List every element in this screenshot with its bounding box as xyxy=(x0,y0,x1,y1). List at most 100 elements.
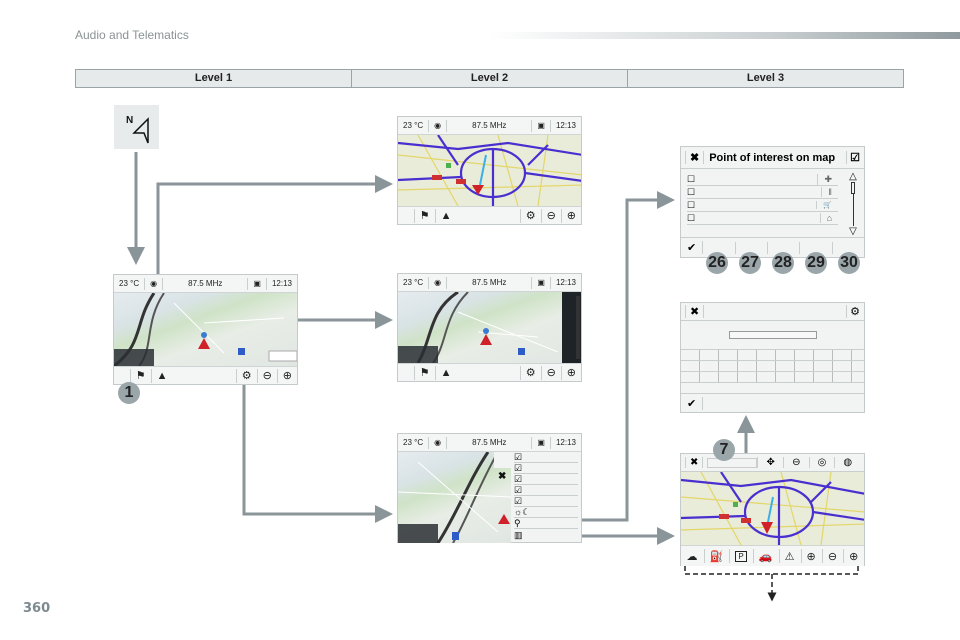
map-settings-icon[interactable]: ⚙ xyxy=(846,305,860,318)
temperature: 23 °C xyxy=(398,276,430,289)
search-input[interactable] xyxy=(728,331,817,339)
destination-flag-icon[interactable]: ⚑ xyxy=(129,368,151,383)
poi-row[interactable]: ☐⌂ xyxy=(687,212,838,225)
poi-panel-footer: ✔ xyxy=(681,237,864,257)
destination-flag-icon[interactable]: ⚑ xyxy=(413,208,435,223)
search-field[interactable] xyxy=(707,457,758,468)
zoom-in-icon[interactable]: ⊕ xyxy=(843,549,863,563)
menu-item[interactable]: ⚲ xyxy=(514,518,578,529)
trip-info-box xyxy=(398,524,438,543)
poi-row[interactable]: ☐🛒 xyxy=(687,199,838,212)
poi-panel-title: Point of interest on map xyxy=(709,151,836,164)
radio-signal-icon: ◉ xyxy=(145,277,164,290)
checkbox-checked-icon[interactable]: ☑ xyxy=(514,495,523,506)
menu-item[interactable]: ☑ xyxy=(514,496,578,507)
north-orientation-icon[interactable]: ▲ xyxy=(434,208,457,223)
check-icon[interactable]: ✔ xyxy=(681,241,704,254)
scroll-up-icon[interactable]: △ xyxy=(849,171,857,182)
parking-poi-icon xyxy=(238,348,245,355)
zoom-in-icon[interactable]: ⊕ xyxy=(560,208,581,223)
media-source-icon[interactable]: ▣ xyxy=(532,436,551,449)
level2-traffic-map-screen: 23 °C ◉ 87.5 MHz ▣ 12:13 ⚑ ▲ ⚙ ⊖ xyxy=(397,116,582,225)
checkbox[interactable]: ☐ xyxy=(687,199,696,210)
checkbox-checked-icon[interactable]: ☑ xyxy=(514,451,523,462)
compass-button[interactable]: N xyxy=(114,105,159,149)
menu-item[interactable]: ☑ xyxy=(514,463,578,474)
input-area xyxy=(681,321,864,350)
zoom-out-icon[interactable]: ⊖ xyxy=(821,549,842,563)
destination-flag-icon[interactable]: ⚑ xyxy=(413,365,435,380)
scrollbar[interactable]: △ ▽ xyxy=(842,169,864,237)
menu-item[interactable]: ☑ xyxy=(514,474,578,485)
move-map-icon[interactable]: ✥ xyxy=(757,457,783,468)
garage-icon[interactable]: 🚗 xyxy=(752,549,778,563)
fuel-icon[interactable]: ⛽ xyxy=(703,549,729,563)
map-options-menu: ☑ ☑ ☑ ☑ ☑ ☼☾ ⚲ ▥ xyxy=(511,452,581,543)
poi-on-map-panel: ✖ Point of interest on map ☑ ☐✚ ☐ǁ ☐🛒 ☐⌂… xyxy=(680,146,865,258)
map-settings-icon[interactable]: ⚙ xyxy=(519,365,541,380)
checkbox-checked-icon[interactable]: ☑ xyxy=(514,462,523,473)
media-source-icon[interactable]: ▣ xyxy=(532,276,551,289)
zoom-out-icon[interactable]: ⊖ xyxy=(540,208,561,223)
map-settings-icon[interactable]: ⚙ xyxy=(519,208,541,223)
close-icon[interactable]: ✖ xyxy=(685,151,705,164)
parking-icon[interactable]: P xyxy=(729,549,751,563)
radio-signal-icon: ◉ xyxy=(429,276,448,289)
check-icon[interactable]: ✔ xyxy=(681,396,704,410)
close-icon[interactable]: ✖ xyxy=(685,305,705,318)
radio-signal-icon: ◉ xyxy=(429,119,448,132)
minus-circle-icon[interactable]: ⊖ xyxy=(783,457,809,468)
select-list-icon[interactable]: ☑ xyxy=(846,151,860,164)
warning-icon[interactable]: ⚠ xyxy=(778,549,800,563)
menu-item[interactable]: ▥ xyxy=(514,529,578,541)
zoom-out-icon[interactable]: ⊖ xyxy=(540,365,561,380)
medical-cross-icon: ✚ xyxy=(817,173,838,185)
status-bar: 23 °C ◉ 87.5 MHz ▣ 12:13 xyxy=(398,274,581,292)
zoom-in-icon[interactable]: ⊕ xyxy=(276,368,297,383)
scroll-down-icon[interactable]: ▽ xyxy=(849,226,857,237)
poi-row[interactable]: ☐ǁ xyxy=(687,186,838,199)
north-orientation-icon[interactable]: ▲ xyxy=(434,365,457,380)
traffic-map-view[interactable] xyxy=(681,472,864,545)
map-view[interactable]: ✖ xyxy=(398,452,511,543)
keyboard-keys[interactable] xyxy=(681,350,864,394)
checkbox[interactable]: ☐ xyxy=(687,173,696,184)
vehicle-position-icon xyxy=(472,185,484,195)
frequency: 87.5 MHz xyxy=(447,276,533,289)
poi-row[interactable]: ☐✚ xyxy=(687,173,838,186)
level1-map-screen: 23 °C ◉ 87.5 MHz ▣ 12:13 ⚑ ▲ ⚙ ⊖ ⊕ xyxy=(113,274,298,385)
callout-7: 7 xyxy=(713,439,735,461)
zoom-in-icon[interactable]: ⊕ xyxy=(560,365,581,380)
checkbox-checked-icon[interactable]: ☑ xyxy=(514,473,523,484)
vehicle-position-icon xyxy=(498,514,510,524)
north-orientation-icon[interactable]: ▲ xyxy=(150,368,173,383)
add-circle-icon[interactable]: ⊕ xyxy=(800,549,821,563)
map-view-icon[interactable]: ▥ xyxy=(514,529,523,540)
navigate-circle-icon[interactable]: ◎ xyxy=(808,457,835,468)
status-bar: 23 °C ◉ 87.5 MHz ▣ 12:13 xyxy=(398,117,581,135)
menu-item[interactable]: ☼☾ xyxy=(514,507,578,518)
map-view[interactable] xyxy=(114,293,297,366)
close-icon[interactable]: ✖ xyxy=(498,471,507,482)
map-view[interactable] xyxy=(398,292,581,363)
media-source-icon[interactable]: ▣ xyxy=(248,277,267,290)
close-icon[interactable]: ✖ xyxy=(685,457,704,468)
poi-categories-icon[interactable]: ⚲ xyxy=(514,517,521,528)
key-row xyxy=(681,361,864,372)
media-source-icon[interactable]: ▣ xyxy=(532,119,551,132)
map-browse-screen: ✖ ✥ ⊖ ◎ ◍ ☁ ⛽ P 🚗 ⚠ ⊕ ⊖ ⊕ xyxy=(680,453,865,566)
menu-item[interactable]: ☑ xyxy=(514,452,578,463)
keyboard-footer: ✔ xyxy=(681,394,864,412)
zoom-out-icon[interactable]: ⊖ xyxy=(256,368,277,383)
vehicle-position-icon xyxy=(761,522,773,534)
checkbox-checked-icon[interactable]: ☑ xyxy=(514,484,523,495)
menu-item[interactable]: ☑ xyxy=(514,485,578,496)
checkbox[interactable]: ☐ xyxy=(687,212,696,223)
traffic-map-view[interactable] xyxy=(398,135,581,206)
map-settings-icon[interactable]: ⚙ xyxy=(235,368,257,383)
options-circle-icon[interactable]: ◍ xyxy=(834,457,860,468)
callout-30: 30 xyxy=(838,252,860,274)
day-night-icon[interactable]: ☼☾ xyxy=(514,506,531,517)
weather-icon[interactable]: ☁ xyxy=(686,550,698,563)
checkbox[interactable]: ☐ xyxy=(687,186,696,197)
